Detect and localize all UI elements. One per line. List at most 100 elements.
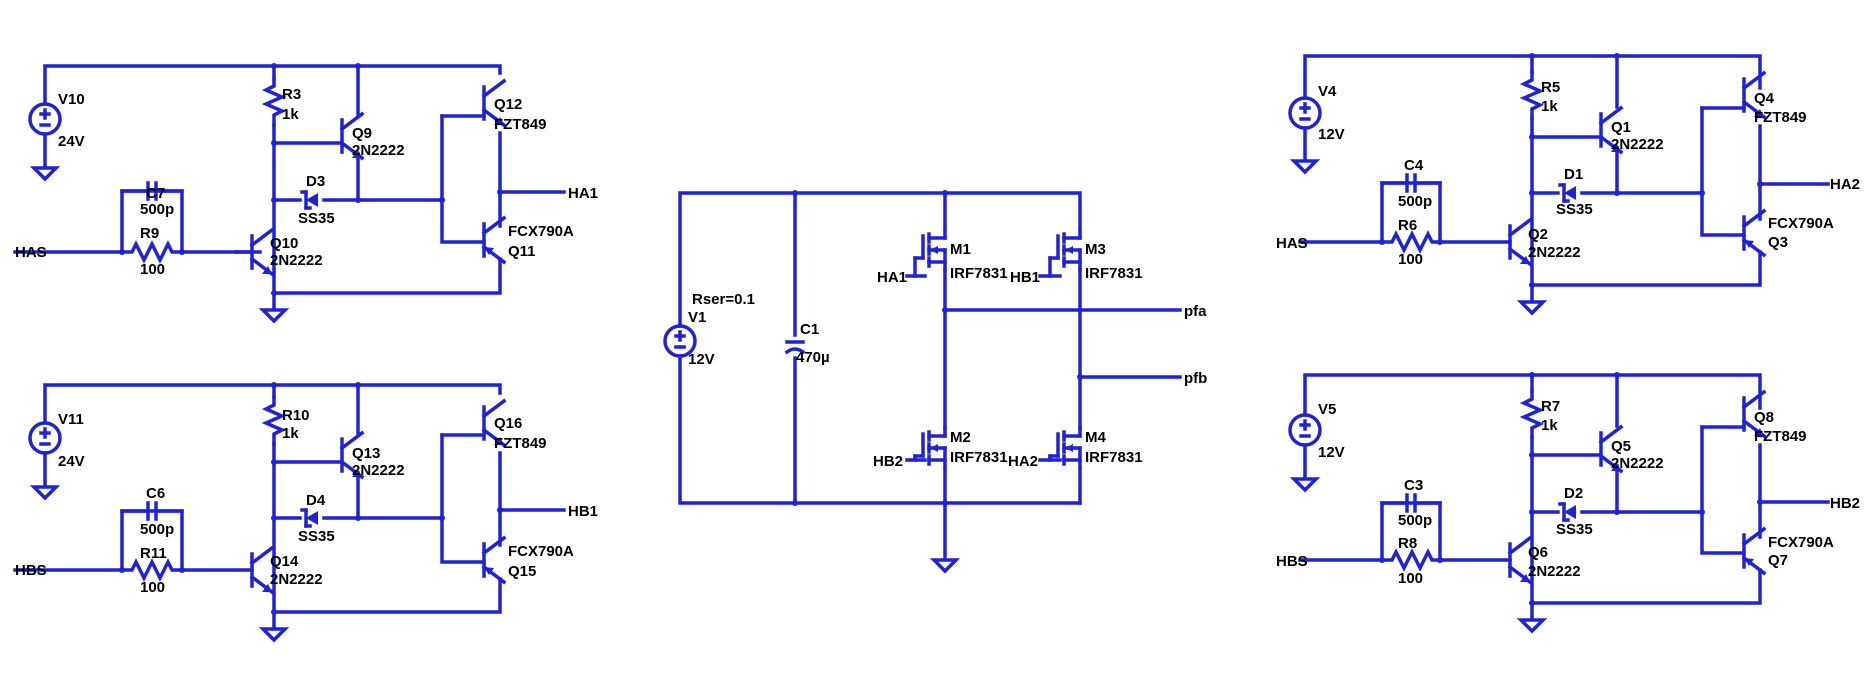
driver-a-right: V4 12V R5 1k C4 500p R6 100 D1 SS35 Q1 2…	[1276, 53, 1860, 315]
transistor-value: 2N2222	[1611, 136, 1664, 153]
transistor-name: Q8	[1754, 409, 1774, 426]
transistor-value: 2N2222	[352, 462, 405, 479]
npn-transistor-icon	[250, 546, 274, 594]
mosfet-name: M2	[950, 429, 971, 446]
mosfet-name: M1	[950, 241, 971, 258]
ground-icon	[32, 166, 58, 181]
capacitor-value: 500p	[140, 201, 174, 218]
transistor-name: Q12	[494, 96, 522, 113]
mosfet-icon	[913, 426, 947, 470]
resistor-icon	[120, 558, 184, 582]
diode-value: SS35	[1556, 201, 1593, 218]
ground-icon	[1519, 300, 1545, 315]
ground-icon	[932, 558, 958, 573]
resistor-name: R8	[1398, 535, 1417, 552]
net-label-output: pfb	[1184, 370, 1207, 387]
source-name: V1	[688, 309, 706, 326]
resistor-icon	[261, 77, 287, 127]
diode-name: D3	[306, 173, 325, 190]
diode-value: SS35	[298, 210, 335, 227]
mosfet-name: M4	[1085, 429, 1106, 446]
capacitor-icon	[1380, 493, 1442, 513]
capacitor-name: C3	[1404, 477, 1423, 494]
voltage-source-icon	[28, 421, 62, 455]
resistor-value: 1k	[282, 106, 299, 123]
ground-icon	[1292, 477, 1318, 492]
resistor-name: R6	[1398, 217, 1417, 234]
net-label-output: HA2	[1830, 176, 1860, 193]
npn-transistor-icon	[1508, 218, 1532, 266]
resistor-value: 1k	[1541, 98, 1558, 115]
capacitor-value: 500p	[1398, 193, 1432, 210]
net-label-input: HAS	[1276, 235, 1308, 252]
transistor-value: FZT849	[1754, 109, 1807, 126]
diode-value: SS35	[298, 528, 335, 545]
junctions	[1379, 372, 1763, 606]
h-bridge: Rser=0.1 V1 12V C1 470µ M1 IRF7831 M3 IR…	[663, 190, 1207, 573]
transistor-value: FZT849	[494, 435, 547, 452]
net-label-input: HBS	[15, 562, 47, 579]
net-label-gate: HB2	[873, 453, 903, 470]
resistor-name: R5	[1541, 79, 1560, 96]
resistor-name: R10	[282, 407, 310, 424]
transistor-value: FZT849	[494, 116, 547, 133]
resistor-icon	[1380, 230, 1442, 254]
resistor-value: 100	[140, 579, 165, 596]
capacitor-icon	[120, 501, 184, 521]
transistor-value: FCX790A	[1768, 534, 1834, 551]
diode-value: SS35	[1556, 521, 1593, 538]
net-label-output: HB1	[568, 503, 598, 520]
voltage-source-icon	[1288, 413, 1322, 447]
mosfet-value: IRF7831	[950, 265, 1008, 282]
net-label-output: pfa	[1184, 303, 1207, 320]
net-label-output: HB2	[1830, 495, 1860, 512]
transistor-name: Q14	[270, 553, 299, 570]
transistor-name: Q13	[352, 445, 380, 462]
transistor-name: Q3	[1768, 234, 1788, 251]
net-label-gate: HA2	[1008, 453, 1038, 470]
capacitor-icon	[1380, 173, 1442, 193]
resistor-value: 100	[1398, 570, 1423, 587]
ground-icon	[261, 627, 287, 642]
capacitor-value: 470µ	[796, 349, 830, 366]
capacitor-value: 500p	[1398, 512, 1432, 529]
resistor-value: 1k	[1541, 417, 1558, 434]
supply-value: 24V	[58, 453, 85, 470]
mosfet-value: IRF7831	[950, 449, 1008, 466]
transistor-value: 2N2222	[1611, 455, 1664, 472]
capacitor-icon	[120, 181, 184, 201]
transistor-name: Q2	[1528, 226, 1548, 243]
transistor-value: FCX790A	[1768, 215, 1834, 232]
driver-b-left: V11 24V R10 1k C6 500p R11 100 D4 SS35 Q…	[13, 382, 598, 642]
diode-icon	[1558, 183, 1578, 203]
supply-value: 12V	[1318, 444, 1345, 461]
resistor-name: R3	[282, 86, 301, 103]
transistor-value: 2N2222	[270, 571, 323, 588]
resistor-icon	[1380, 548, 1442, 572]
transistor-value: FCX790A	[508, 223, 574, 240]
supply-name: V5	[1318, 401, 1336, 418]
supply-name: V11	[58, 411, 84, 428]
transistor-name: Q7	[1768, 552, 1788, 569]
ground-icon	[1519, 618, 1545, 633]
transistor-name: Q11	[508, 243, 536, 260]
diode-name: D1	[1564, 166, 1583, 183]
resistor-name: R9	[140, 225, 159, 242]
transistor-name: Q4	[1754, 90, 1775, 107]
transistor-name: Q5	[1611, 438, 1631, 455]
driver-a-left: V10 24V R3 1k C7 500p R9 100 D3 SS35 Q9 …	[13, 63, 598, 323]
ground-icon	[32, 485, 58, 500]
resistor-value: 100	[140, 261, 165, 278]
net-label-input: HBS	[1276, 553, 1308, 570]
mosfet-icon	[1048, 426, 1082, 470]
junctions	[792, 190, 1083, 506]
capacitor-value: 500p	[140, 521, 174, 538]
resistor-name: R7	[1541, 398, 1560, 415]
mosfet-value: IRF7831	[1085, 265, 1143, 282]
transistor-name: Q10	[270, 235, 298, 252]
diode-name: D2	[1564, 485, 1583, 502]
resistor-value: 1k	[282, 425, 299, 442]
capacitor-name: C1	[800, 321, 819, 338]
transistor-name: Q16	[494, 415, 522, 432]
supply-value: 12V	[1318, 126, 1345, 143]
